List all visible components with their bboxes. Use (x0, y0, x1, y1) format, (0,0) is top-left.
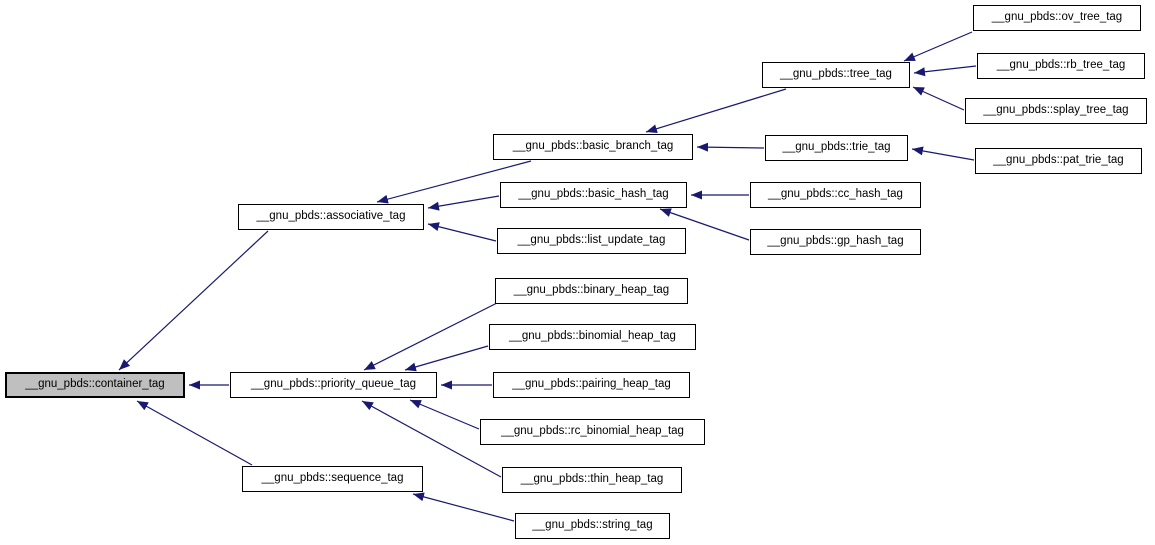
edge-ov_tree_tag-to-tree_tag (903, 31, 973, 62)
edge-string_tag-to-sequence_tag (412, 492, 515, 522)
edge-basic_branch_tag-to-associative_tag (376, 160, 532, 204)
node-string_tag[interactable]: __gnu_pbds::string_tag (515, 513, 670, 539)
node-label: __gnu_pbds::sequence_tag (261, 472, 404, 485)
edge-thin_heap_tag-to-priority_queue_tag (361, 400, 502, 478)
node-label: __gnu_pbds::associative_tag (256, 210, 406, 223)
edge-pat_trie_tag-to-trie_tag (911, 146, 975, 161)
node-list_update_tag[interactable]: __gnu_pbds::list_update_tag (497, 228, 686, 254)
edge-associative_tag-to-container_tag (118, 230, 269, 371)
node-basic_branch_tag[interactable]: __gnu_pbds::basic_branch_tag (493, 134, 693, 160)
node-ov_tree_tag[interactable]: __gnu_pbds::ov_tree_tag (973, 5, 1141, 31)
node-label: __gnu_pbds::string_tag (532, 519, 653, 532)
node-label: __gnu_pbds::ov_tree_tag (991, 11, 1123, 24)
node-associative_tag[interactable]: __gnu_pbds::associative_tag (238, 204, 424, 230)
edge-gp_hash_tag-to-basic_hash_tag (659, 208, 750, 241)
node-binomial_heap_tag[interactable]: __gnu_pbds::binomial_heap_tag (489, 324, 696, 350)
node-label: __gnu_pbds::trie_tag (782, 141, 891, 154)
edge-trie_tag-to-basic_branch_tag (696, 142, 765, 152)
node-thin_heap_tag[interactable]: __gnu_pbds::thin_heap_tag (502, 467, 682, 493)
node-basic_hash_tag[interactable]: __gnu_pbds::basic_hash_tag (500, 182, 687, 208)
node-pat_trie_tag[interactable]: __gnu_pbds::pat_trie_tag (975, 148, 1142, 174)
edge-binary_heap_tag-to-priority_queue_tag (363, 302, 498, 371)
node-binary_heap_tag[interactable]: __gnu_pbds::binary_heap_tag (495, 278, 688, 304)
inheritance-edges (118, 31, 977, 522)
node-label: __gnu_pbds::tree_tag (780, 68, 892, 81)
edge-rc_binomial_heap_tag-to-priority_queue_tag (409, 399, 480, 430)
node-label: __gnu_pbds::list_update_tag (517, 234, 666, 247)
node-container_tag: __gnu_pbds::container_tag (5, 372, 185, 398)
node-label: __gnu_pbds::pairing_heap_tag (512, 378, 671, 391)
node-label: __gnu_pbds::basic_branch_tag (512, 140, 674, 153)
node-trie_tag[interactable]: __gnu_pbds::trie_tag (765, 135, 908, 161)
node-label: __gnu_pbds::binomial_heap_tag (509, 330, 676, 343)
node-cc_hash_tag[interactable]: __gnu_pbds::cc_hash_tag (750, 182, 921, 208)
node-label: __gnu_pbds::pat_trie_tag (993, 154, 1124, 167)
node-label: __gnu_pbds::rc_binomial_heap_tag (501, 425, 684, 438)
node-label: __gnu_pbds::gp_hash_tag (767, 235, 904, 248)
node-label: __gnu_pbds::container_tag (25, 378, 165, 391)
node-pairing_heap_tag[interactable]: __gnu_pbds::pairing_heap_tag (493, 372, 690, 398)
node-splay_tree_tag[interactable]: __gnu_pbds::splay_tree_tag (965, 98, 1147, 124)
edge-tree_tag-to-basic_branch_tag (645, 88, 787, 134)
edge-binomial_heap_tag-to-priority_queue_tag (404, 345, 489, 372)
node-label: __gnu_pbds::cc_hash_tag (768, 188, 903, 201)
node-sequence_tag[interactable]: __gnu_pbds::sequence_tag (242, 466, 423, 492)
node-priority_queue_tag[interactable]: __gnu_pbds::priority_queue_tag (230, 372, 437, 398)
node-label: __gnu_pbds::binary_heap_tag (513, 284, 670, 297)
edge-splay_tree_tag-to-tree_tag (912, 86, 965, 111)
node-label: __gnu_pbds::priority_queue_tag (251, 378, 416, 391)
node-gp_hash_tag[interactable]: __gnu_pbds::gp_hash_tag (750, 229, 921, 255)
edge-sequence_tag-to-container_tag (136, 400, 253, 466)
node-label: __gnu_pbds::thin_heap_tag (520, 473, 664, 486)
node-label: __gnu_pbds::splay_tree_tag (983, 104, 1129, 117)
edge-list_update_tag-to-associative_tag (427, 222, 497, 242)
node-tree_tag[interactable]: __gnu_pbds::tree_tag (762, 62, 910, 88)
node-label: __gnu_pbds::basic_hash_tag (518, 188, 669, 201)
node-label: __gnu_pbds::rb_tree_tag (996, 59, 1126, 72)
node-rc_binomial_heap_tag[interactable]: __gnu_pbds::rc_binomial_heap_tag (480, 419, 705, 445)
node-rb_tree_tag[interactable]: __gnu_pbds::rb_tree_tag (977, 53, 1145, 79)
edge-rb_tree_tag-to-tree_tag (913, 65, 977, 77)
edge-basic_hash_tag-to-associative_tag (427, 195, 500, 211)
